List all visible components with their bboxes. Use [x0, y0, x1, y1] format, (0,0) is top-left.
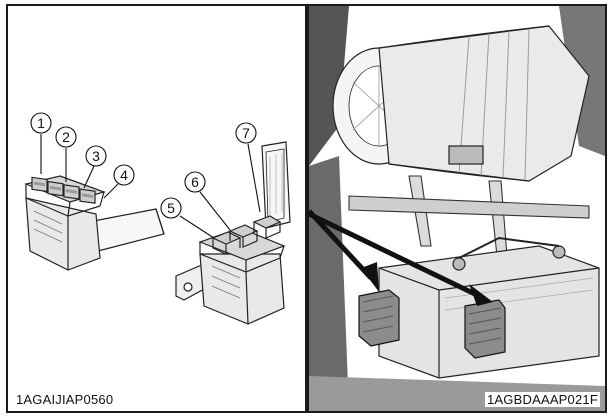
right-diagram-panel: 1AGBDAAAP021F	[307, 4, 607, 413]
callout-6-label: 6	[191, 174, 199, 190]
relay-box-location-2	[464, 299, 506, 359]
callout-5-label: 5	[167, 200, 175, 216]
relay-box-a	[24, 175, 165, 271]
callout-7: 7	[235, 122, 257, 144]
callout-4: 4	[113, 164, 135, 186]
left-figure-code: 1AGAIJIAP0560	[16, 392, 114, 407]
callout-1: 1	[30, 112, 52, 134]
callout-1-label: 1	[37, 115, 45, 131]
engine-bay-illustration	[309, 6, 605, 411]
callout-5: 5	[160, 197, 182, 219]
callout-3-label: 3	[92, 148, 100, 164]
callout-2-label: 2	[62, 129, 70, 145]
callout-4-label: 4	[120, 167, 128, 183]
callout-3: 3	[85, 145, 107, 167]
air-cleaner	[332, 25, 590, 182]
callout-2: 2	[55, 126, 77, 148]
callout-leaders	[40, 134, 261, 239]
relay-box-b	[175, 141, 291, 325]
callout-7-label: 7	[242, 125, 250, 141]
right-figure-code: 1AGBDAAAP021F	[485, 392, 600, 407]
relay-box-location-1	[358, 289, 400, 347]
left-diagram-panel: 1 2 3 4 5 6 7 1AGAIJIAP0560	[6, 4, 307, 413]
callout-6: 6	[184, 171, 206, 193]
relay-box-illustration: 1 2 3 4 5 6 7	[24, 112, 291, 325]
location-arrows	[309, 209, 493, 306]
